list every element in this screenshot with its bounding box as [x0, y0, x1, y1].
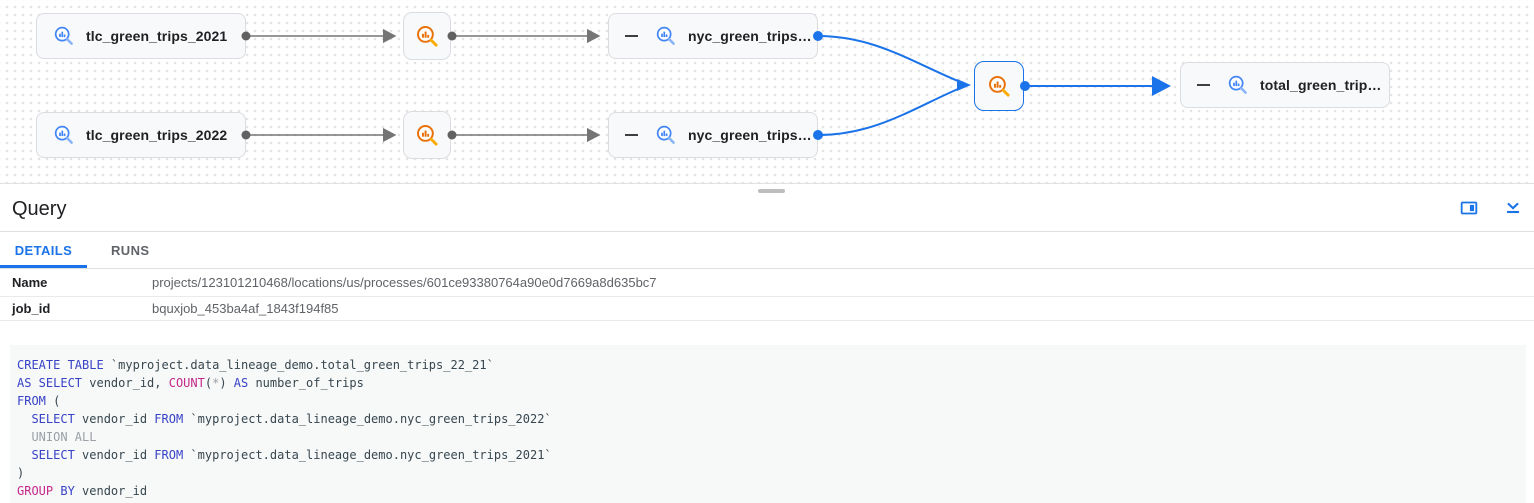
sql-code: CREATE TABLE `myproject.data_lineage_dem… [10, 345, 1526, 503]
bigquery-table-icon [656, 125, 675, 144]
collapse-node-icon[interactable] [1197, 84, 1210, 86]
process-node-query-2021[interactable] [403, 12, 451, 60]
tab-runs[interactable]: RUNS [111, 242, 150, 258]
node-nyc-green-trips-2022[interactable]: nyc_green_trips… [608, 112, 818, 158]
query-details-panel: Query DETAILS RUNS Name projects/1231012… [0, 184, 1534, 503]
process-node-query-2022[interactable] [403, 111, 451, 159]
detail-row-job-id: job_id bquxjob_453ba4af_1843f194f85 [0, 297, 1534, 321]
panel-title: Query [12, 198, 67, 220]
tab-details[interactable]: DETAILS [0, 232, 87, 268]
detail-value: projects/123101210468/locations/us/proce… [152, 275, 657, 290]
bigquery-table-icon [54, 125, 73, 144]
node-tlc-green-trips-2022[interactable]: tlc_green_trips_2022 [36, 112, 246, 158]
panel-resize-handle[interactable] [758, 189, 785, 193]
detail-label: job_id [12, 301, 51, 316]
bigquery-process-icon [416, 25, 438, 47]
detail-value: bquxjob_453ba4af_1843f194f85 [152, 301, 339, 316]
bigquery-table-icon [1228, 75, 1247, 94]
node-label: tlc_green_trips_2022 [86, 127, 228, 143]
collapse-node-icon[interactable] [625, 35, 638, 37]
node-nyc-green-trips-2021[interactable]: nyc_green_trips… [608, 13, 818, 59]
node-label: nyc_green_trips… [688, 28, 812, 44]
process-node-query-selected[interactable] [974, 61, 1024, 111]
detail-label: Name [12, 275, 48, 290]
node-total-green-trips[interactable]: total_green_trip… [1180, 62, 1390, 108]
bigquery-process-icon [988, 75, 1010, 97]
bigquery-table-icon [656, 26, 675, 45]
panel-tabs: DETAILS RUNS [0, 232, 1534, 269]
bigquery-table-icon [54, 26, 73, 45]
dock-to-right-icon[interactable] [1458, 197, 1480, 219]
detail-row-name: Name projects/123101210468/locations/us/… [0, 269, 1534, 297]
node-tlc-green-trips-2021[interactable]: tlc_green_trips_2021 [36, 13, 246, 59]
node-label: nyc_green_trips… [688, 127, 812, 143]
collapse-panel-icon[interactable] [1502, 197, 1524, 219]
node-label: total_green_trip… [1260, 77, 1382, 93]
collapse-node-icon[interactable] [625, 134, 638, 136]
bigquery-process-icon [416, 124, 438, 146]
node-label: tlc_green_trips_2021 [86, 28, 228, 44]
panel-header: Query [0, 184, 1534, 232]
lineage-graph-canvas[interactable]: tlc_green_trips_2021 tlc_green_trips_202… [0, 0, 1534, 184]
